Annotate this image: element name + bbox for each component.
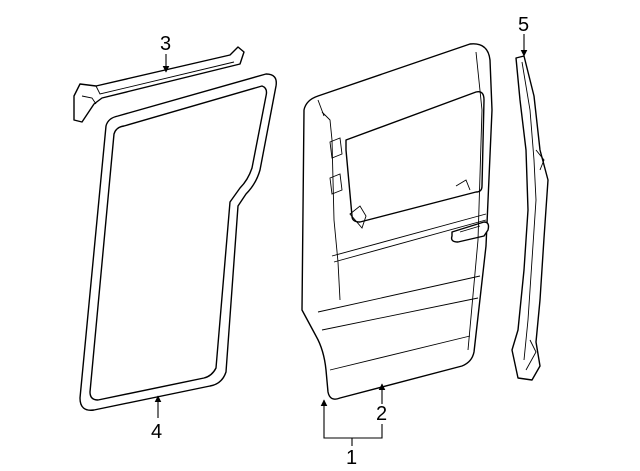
part-2-door-shell [301,43,493,400]
callout-1: 1 [346,447,357,469]
part-4-door-seal [79,73,277,411]
part-3-upper-channel [73,46,245,123]
part-5-rear-seal-strip [511,55,549,381]
callout-2: 2 [376,403,387,425]
leader-1-bracket [323,416,383,439]
callout-5: 5 [518,14,529,36]
callout-3: 3 [160,33,171,55]
leaders [154,34,528,446]
callout-4: 4 [151,421,162,443]
